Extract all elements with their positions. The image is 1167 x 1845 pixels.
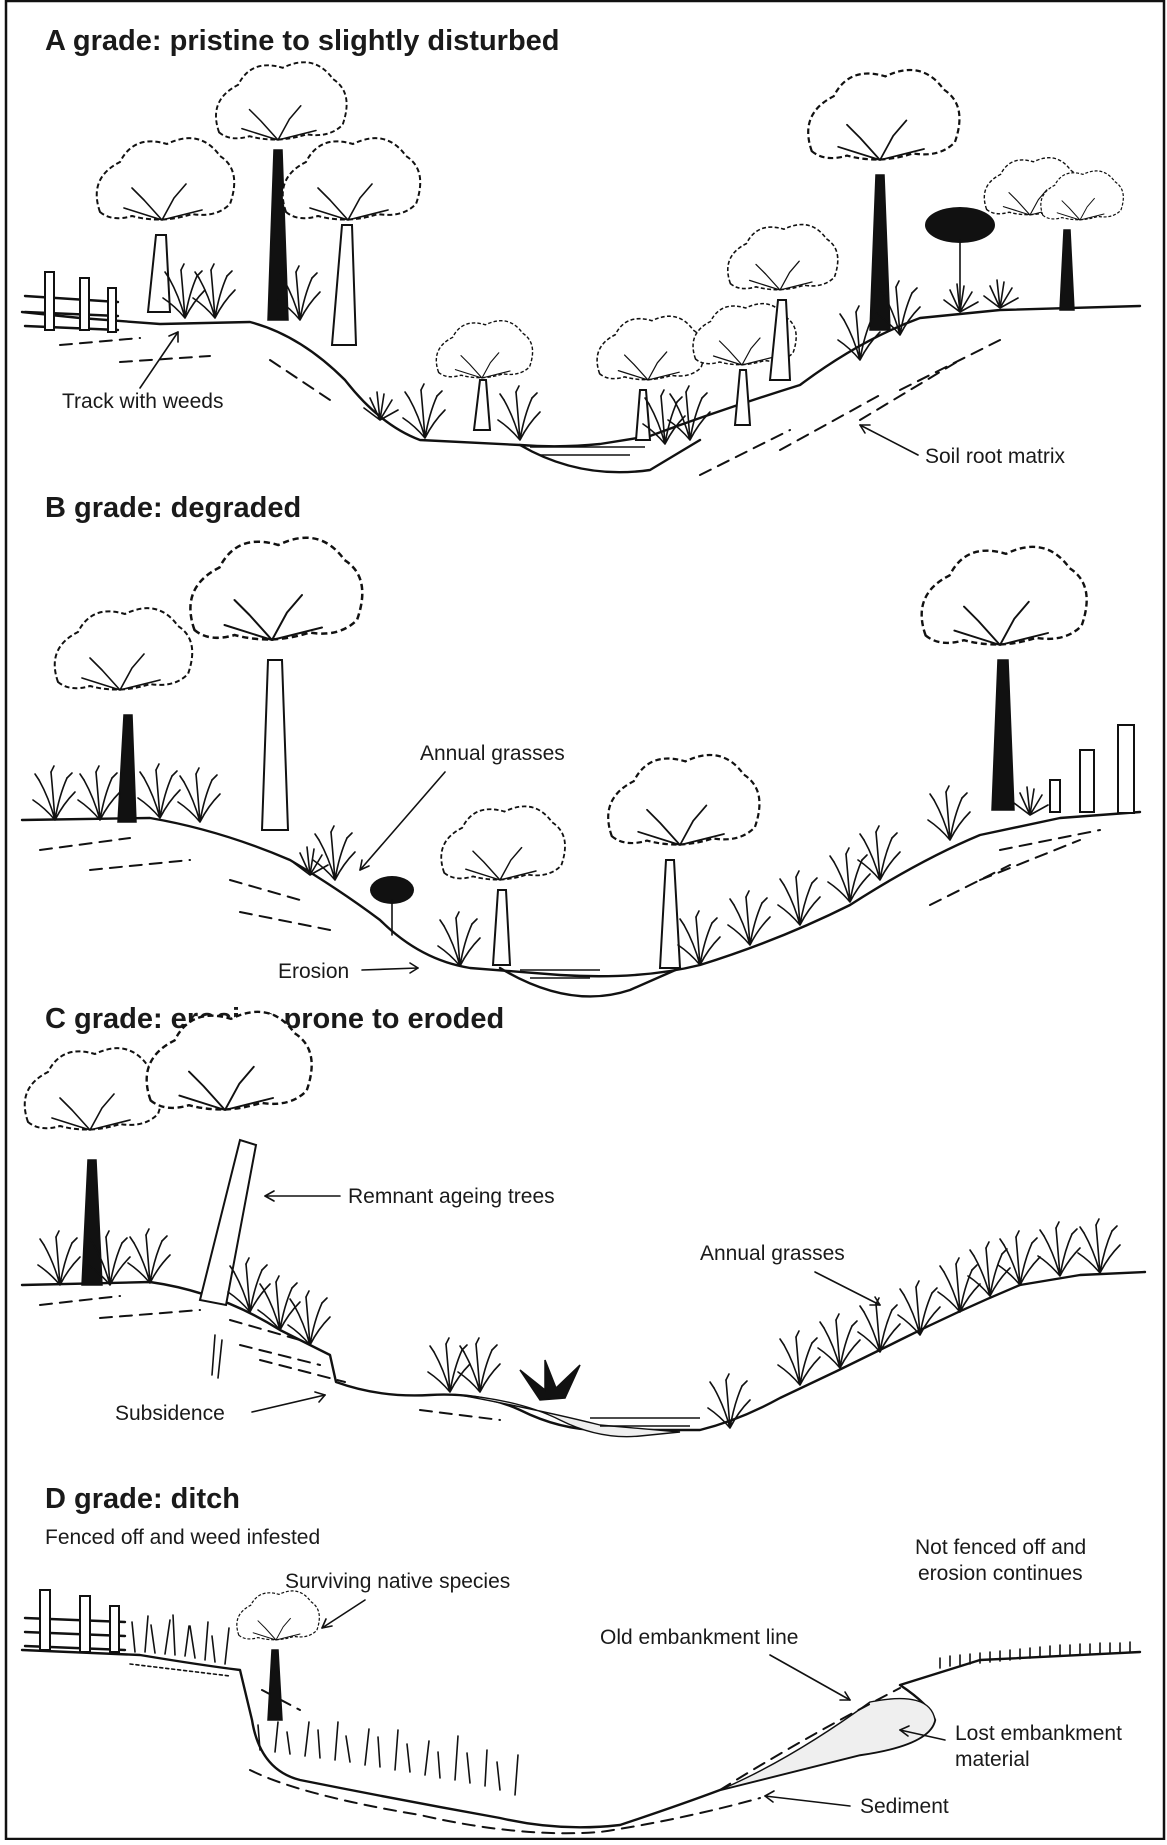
panel-c-tree-2: [147, 1012, 312, 1305]
panel-a-dark-shrub: [925, 207, 995, 243]
panel-c-sediment: [460, 1395, 680, 1437]
panel-c-spiky-plant: [520, 1360, 580, 1400]
panel-c-water: [590, 1418, 700, 1426]
panel-a-title: A grade: pristine to slightly disturbed: [45, 25, 560, 57]
panel-b-tree-1: [55, 608, 193, 822]
panel-d-title: D grade: ditch: [45, 1483, 240, 1515]
panel-b-tree-5: [922, 547, 1087, 810]
panel-d-label-not-fenced-2: erosion continues: [918, 1562, 1083, 1585]
panel-a-water: [530, 447, 645, 455]
panel-c-label-remnant: Remnant ageing trees: [348, 1185, 555, 1208]
panel-a-fence: [25, 272, 118, 332]
panel-d-label-lost-2: material: [955, 1748, 1030, 1771]
panel-c-label-annual: Annual grasses: [700, 1242, 845, 1265]
panel-d: D grade: ditch Fenced off and weed infes…: [22, 1483, 1140, 1833]
panel-a-label-soil: Soil root matrix: [925, 445, 1066, 468]
panel-d-weeds-slope: [258, 1722, 518, 1795]
panel-b-fence: [1050, 725, 1134, 813]
panel-b-tree-2: [190, 538, 362, 830]
panel-a-label-track: Track with weeds: [62, 390, 223, 413]
panel-d-label-lost-1: Lost embankment: [955, 1722, 1122, 1745]
panel-a-tree-1: [97, 138, 235, 312]
panel-d-fence: [25, 1590, 125, 1652]
panel-c-label-subsidence: Subsidence: [115, 1402, 225, 1425]
panel-b-title: B grade: degraded: [45, 492, 301, 524]
panel-d-old-embankment: [262, 1688, 900, 1790]
panel-a: A grade: pristine to slightly disturbed: [22, 25, 1140, 475]
panel-b-bank-profile: [22, 812, 1140, 976]
panel-d-surviving-tree: [237, 1591, 320, 1720]
panel-b-label-erosion: Erosion: [278, 960, 349, 983]
panel-a-channel: [520, 440, 700, 472]
panel-d-label-surviving: Surviving native species: [285, 1570, 510, 1593]
panel-b-tree-4: [608, 755, 759, 968]
panel-c-tree-1: [25, 1048, 163, 1285]
panel-b: B grade: degraded: [22, 492, 1140, 996]
panel-b-label-annual: Annual grasses: [420, 742, 565, 765]
panel-d-label-sediment: Sediment: [860, 1795, 949, 1818]
panel-a-tree-8: [808, 70, 959, 330]
panel-d-label-old-line: Old embankment line: [600, 1626, 798, 1649]
panel-d-label-fenced: Fenced off and weed infested: [45, 1526, 320, 1549]
panel-d-label-not-fenced-1: Not fenced off and: [915, 1536, 1086, 1559]
panel-b-tree-3: [441, 806, 565, 965]
panel-a-bank-profile: [22, 306, 1140, 446]
panel-d-lost-material: [720, 1699, 935, 1790]
panel-c: C grade: erosion prone to eroded: [22, 1003, 1145, 1437]
panel-a-tree-9: [984, 158, 1123, 310]
